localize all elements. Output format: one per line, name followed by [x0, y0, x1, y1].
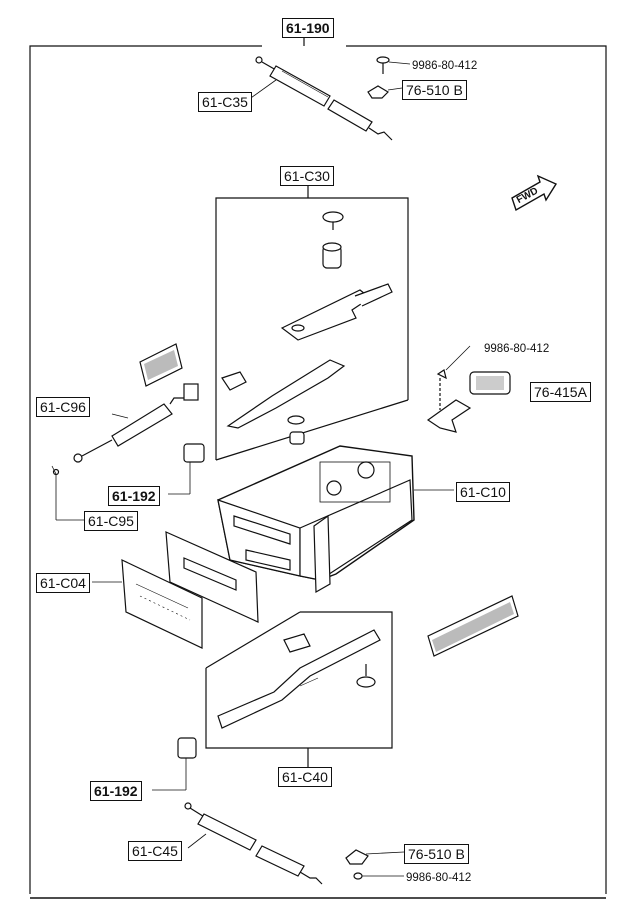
label-screw-upper: 9986-80-412: [412, 60, 478, 72]
foam-strip-right: [427, 595, 519, 657]
label-knob-upper: 61-192: [108, 486, 160, 506]
fwd-text: FWD: [514, 185, 541, 206]
label-lever-set-lower: 61-C40: [278, 767, 332, 787]
harness-cable: [51, 383, 199, 521]
middle-screw-bracket: [426, 345, 472, 433]
label-pad-right: 76-415A: [530, 382, 591, 402]
label-screw-lower: 9986-80-412: [406, 872, 472, 884]
lever-set-upper-parts: [221, 211, 393, 445]
fwd-arrow: [511, 174, 558, 212]
label-clip-lower: 76-510 B: [404, 844, 469, 864]
lever-set-upper-bracket: [215, 186, 409, 461]
upper-screw-clip: [367, 56, 411, 99]
main-housing: [217, 445, 454, 594]
label-housing: 61-C10: [456, 482, 510, 502]
label-clip-upper: 76-510 B: [402, 80, 467, 100]
knob-upper: [168, 443, 205, 495]
upper-cable: [247, 56, 393, 141]
lower-clip-screw: [345, 849, 405, 880]
label-bulb: 61-C95: [84, 511, 138, 531]
lower-cable: [184, 802, 323, 885]
right-pad: [469, 371, 511, 395]
label-knob-lower: 61-192: [90, 781, 142, 801]
label-cable-lower: 61-C45: [128, 841, 182, 861]
label-screw-middle: 9986-80-412: [484, 343, 550, 355]
lever-set-lower-parts: [217, 629, 381, 729]
face-panel: [92, 559, 203, 649]
lever-set-lower-bracket: [205, 611, 393, 768]
label-harness: 61-C96: [36, 397, 90, 417]
label-lever-set-upper: 61-C30: [280, 166, 334, 186]
foam-pad-upper-left: [139, 343, 183, 387]
label-main-assembly: 61-190: [282, 18, 334, 38]
bezel-panel: [165, 531, 259, 623]
knob-lower: [152, 737, 197, 791]
label-panel: 61-C04: [36, 573, 90, 593]
label-cable-upper: 61-C35: [198, 92, 252, 112]
